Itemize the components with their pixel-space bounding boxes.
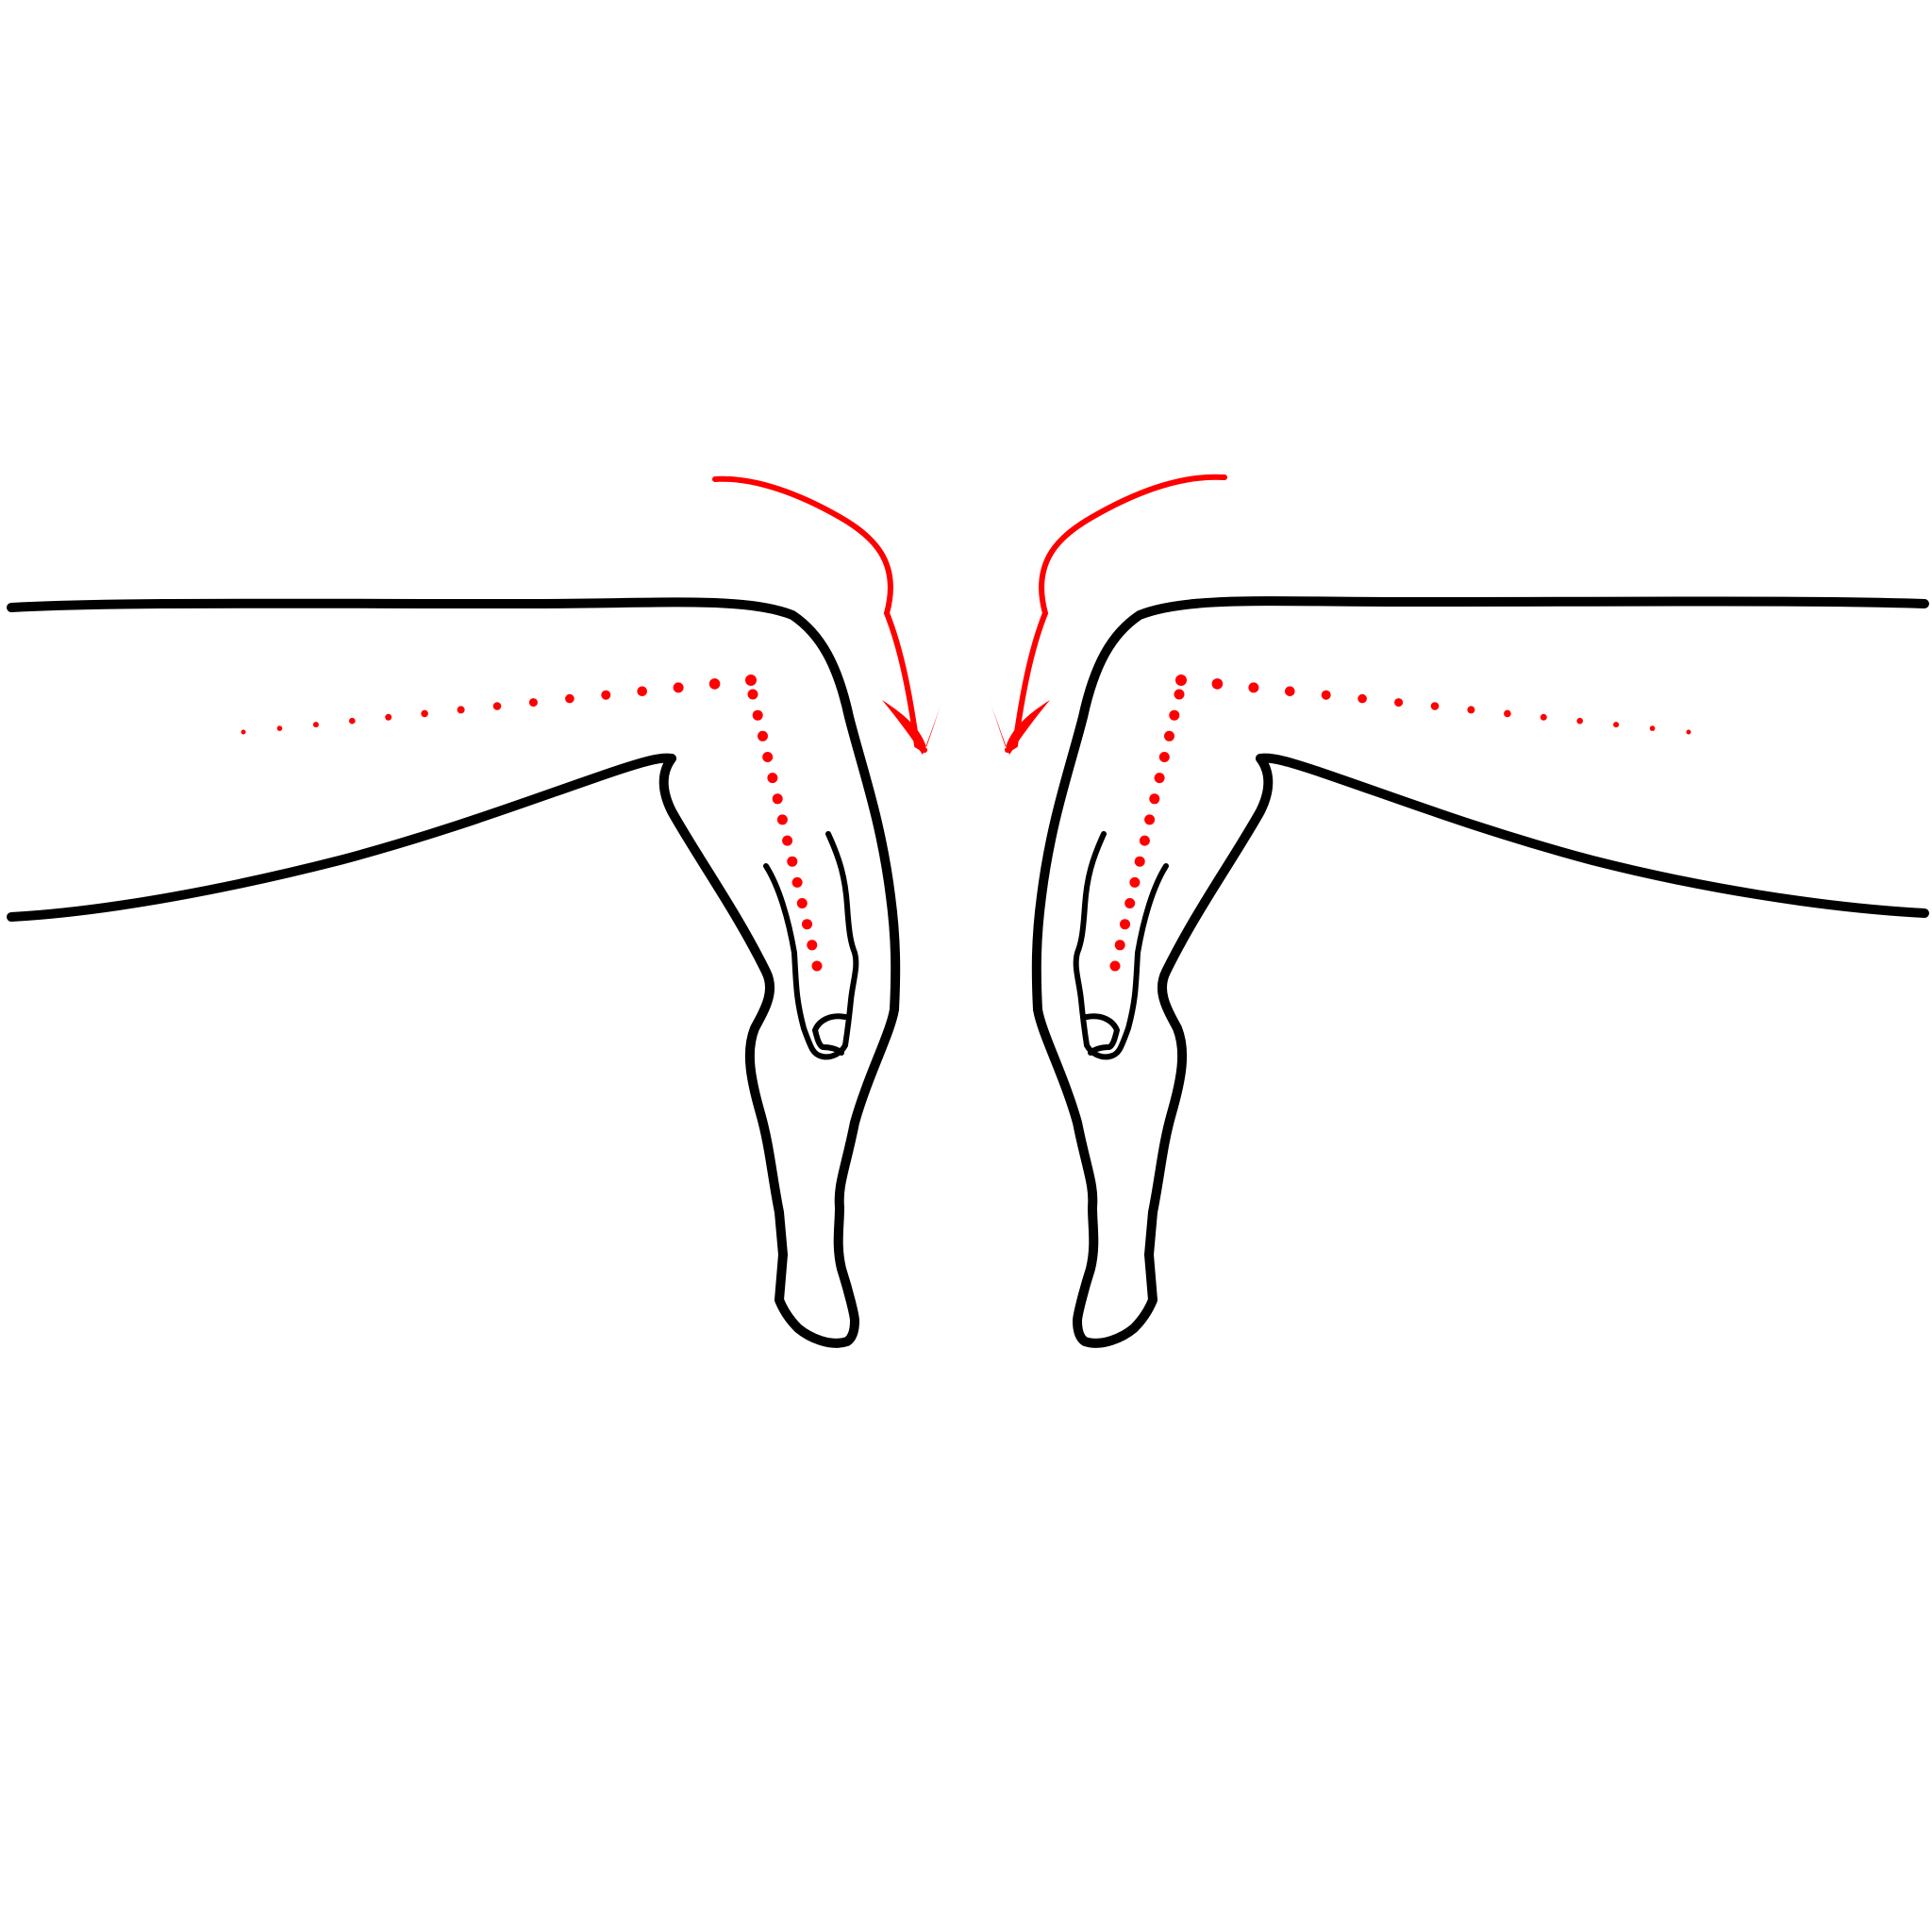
guide-dot <box>1504 709 1511 718</box>
guide-dot <box>767 773 778 784</box>
left-finger-tip-curl <box>812 1013 848 1056</box>
guide-dot <box>1174 689 1185 700</box>
guide-dot <box>1686 729 1691 735</box>
guide-dot <box>762 752 774 762</box>
guide-dot <box>457 706 465 714</box>
guide-dot <box>1211 678 1224 690</box>
guide-dot <box>1144 814 1156 825</box>
guide-dot <box>1158 752 1170 762</box>
guide-dot <box>782 835 793 846</box>
guide-dot <box>791 876 803 888</box>
guide-dot <box>1357 693 1367 704</box>
right-forearm-top-edge <box>1031 596 1929 1014</box>
guide-dot <box>776 814 788 825</box>
guide-dot <box>385 713 392 721</box>
right-palm-contour <box>1144 754 1274 1259</box>
guide-dot <box>1430 702 1440 710</box>
left-forearm-top-edge <box>7 597 901 1014</box>
guide-dot <box>1321 690 1331 700</box>
guide-dot <box>1540 713 1547 721</box>
guide-dot <box>708 678 721 690</box>
left-middle-finger <box>763 863 848 1060</box>
right-finger-tip-curl <box>1084 1013 1120 1056</box>
guide-dot <box>811 960 823 972</box>
guide-dot <box>807 940 818 951</box>
guide-dot <box>637 686 647 697</box>
right-curved-arrow <box>987 474 1227 755</box>
guide-dot <box>1114 940 1125 951</box>
right-dotted-guide <box>1109 675 1691 972</box>
left-index-finger <box>774 1005 899 1348</box>
right-index-finger <box>1033 1005 1158 1348</box>
right-arrow-curve <box>1005 474 1227 753</box>
guide-dot <box>1285 686 1295 697</box>
guide-dot <box>349 717 356 724</box>
guide-dot <box>673 682 684 693</box>
right-hand <box>1031 596 1929 1348</box>
guide-dot <box>565 693 575 704</box>
guide-dot <box>1120 919 1130 930</box>
guide-dot <box>1154 773 1165 784</box>
right-middle-finger <box>1084 863 1169 1060</box>
left-arrow-curve <box>712 475 927 753</box>
guide-dot <box>528 698 538 708</box>
left-forearm-bottom-edge <box>7 753 676 922</box>
guide-dot <box>1649 725 1656 731</box>
guide-dot <box>312 722 319 728</box>
left-palm-contour <box>658 754 788 1259</box>
guide-dot <box>1129 876 1141 888</box>
guide-dot <box>1124 898 1136 908</box>
guide-dot <box>747 689 758 700</box>
right-ring-finger <box>1073 831 1107 1048</box>
guide-dot <box>1109 960 1121 972</box>
guide-dot <box>1394 698 1404 708</box>
guide-dot <box>1134 856 1145 867</box>
guide-dot <box>1164 730 1174 741</box>
right-forearm-bottom-edge <box>1256 753 1929 918</box>
left-hand <box>7 597 901 1348</box>
guide-dot <box>758 730 768 741</box>
left-curved-arrow <box>712 475 945 755</box>
guide-dot <box>492 702 502 710</box>
guide-dot <box>421 709 428 718</box>
guide-dot <box>772 793 783 805</box>
guide-dot <box>796 898 808 908</box>
guide-dot <box>1613 722 1620 728</box>
left-dotted-guide <box>241 675 823 972</box>
left-ring-finger <box>825 831 859 1048</box>
guide-dot <box>1175 675 1187 686</box>
guide-dot <box>1139 835 1150 846</box>
guide-dot <box>1169 709 1180 721</box>
guide-dot <box>752 709 763 721</box>
guide-dot <box>1576 717 1583 724</box>
guide-dot <box>276 725 283 731</box>
guide-dot <box>787 856 798 867</box>
guide-dot <box>241 729 246 735</box>
guide-dot <box>1248 682 1259 693</box>
guide-dot <box>1467 706 1475 714</box>
guide-dot <box>802 919 812 930</box>
guide-dot <box>745 675 757 686</box>
guide-dot <box>1149 793 1160 805</box>
guide-dot <box>601 690 611 700</box>
